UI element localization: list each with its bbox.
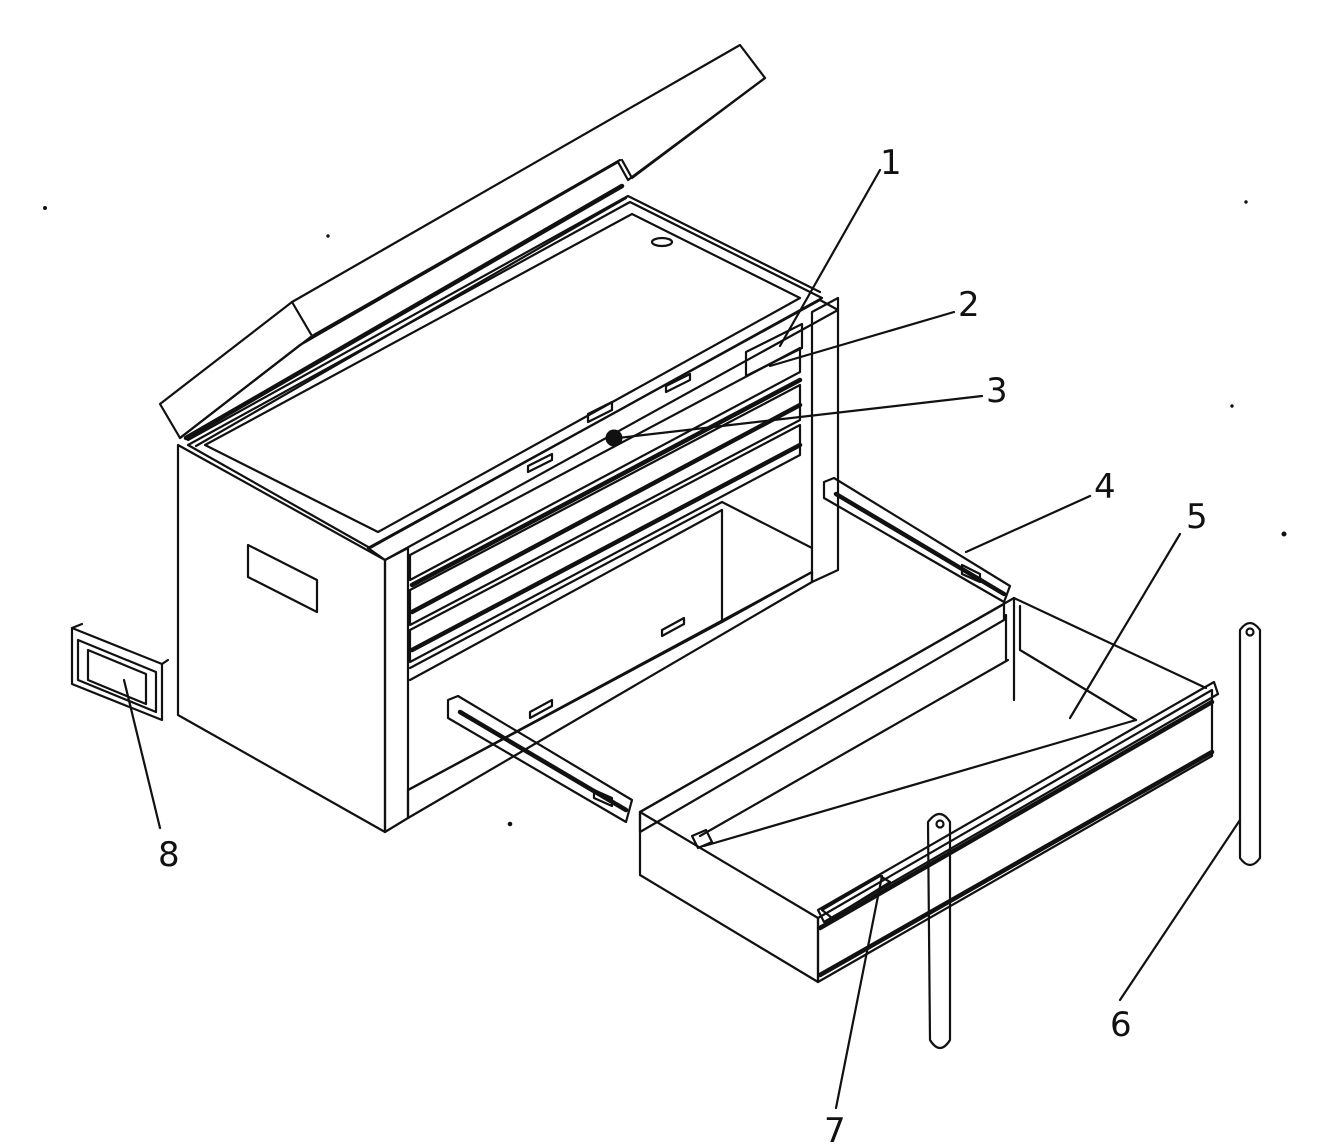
callout-6: 6 [1110, 1005, 1132, 1045]
callout-8: 8 [158, 835, 180, 875]
chest-lid [158, 43, 767, 448]
callout-3: 3 [986, 371, 1008, 411]
callout-5: 5 [1186, 497, 1208, 537]
side-label-plate [246, 543, 319, 614]
callout-2: 2 [958, 285, 980, 325]
side-handle [70, 622, 170, 722]
label-holder [744, 322, 804, 378]
callout-1: 1 [880, 143, 902, 183]
keyhole-slot [650, 236, 674, 248]
callout-numbers: 1 2 3 4 5 6 7 8 [158, 143, 1208, 1146]
leader-lines [122, 168, 1242, 1110]
callout-4: 4 [1094, 467, 1116, 507]
handle-bars [926, 621, 1262, 1050]
pulled-drawer [638, 596, 1220, 984]
chest-drawers [406, 322, 814, 792]
drawer-slides [446, 476, 1012, 824]
scan-specks [43, 200, 1287, 827]
callout-7: 7 [824, 1111, 846, 1146]
